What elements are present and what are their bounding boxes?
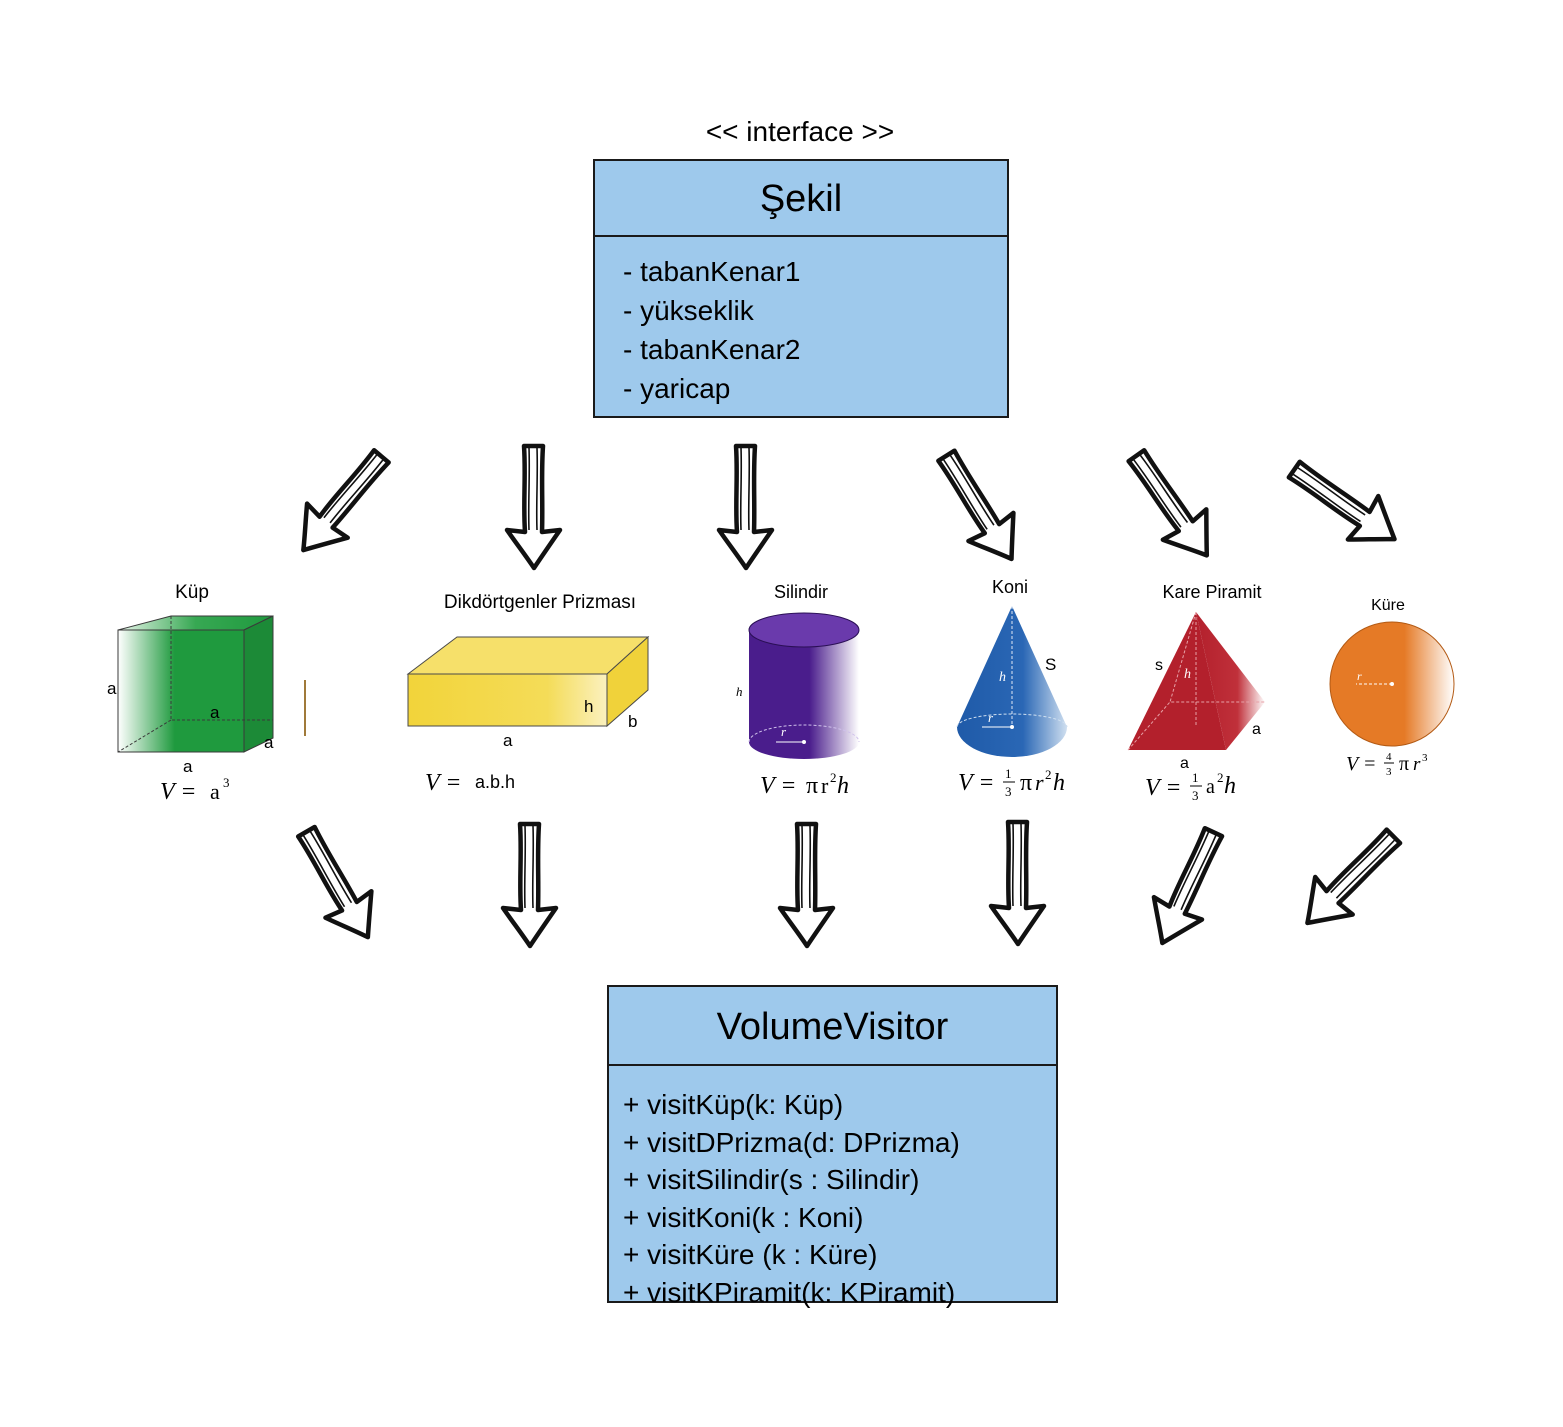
silindir-formula-r: r [821,773,829,798]
arrow-to-kup [283,439,402,567]
method-item: + visitKoni(k : Koni) [623,1201,864,1233]
kure-frac-num: 4 [1386,751,1392,763]
piramit-title: Kare Piramit [1162,582,1261,602]
shape-kure: Küre r V = 4 3 π r 3 [1329,597,1455,778]
visitor-name: VolumeVisitor [609,987,1056,1066]
prizma-label-a: a [503,731,513,750]
piramit-frac-den: 3 [1192,788,1199,803]
koni-label-r: r [988,710,994,725]
arrow-kup-to-visitor [283,819,390,951]
kup-title: Küp [175,582,209,603]
arrow-koni-to-visitor [991,822,1044,944]
attribute-item: - yükseklik [623,295,754,326]
attribute-item: - yaricap [623,373,731,404]
piramit-formula-exp: 2 [1217,770,1224,785]
prizma-formula-rhs: a.b.h [475,772,515,792]
kure-label-r: r [1357,669,1362,683]
silindir-formula-h: h [837,773,849,799]
koni-formula-r: r [1035,770,1044,795]
arrow-silindir-to-visitor [780,824,833,946]
visitor-methods: + visitKüp(k: Küp) + visitDPrizma(d: DPr… [609,1066,1056,1311]
kup-label-a: a [264,733,274,752]
silindir-title: Silindir [774,582,828,602]
method-item: + visitSilindir(s : Silindir) [623,1164,920,1195]
piramit-frac-num: 1 [1192,770,1199,785]
koni-label-s: S [1045,655,1056,674]
silindir-label-h: h [736,684,743,699]
shape-koni: Koni h r S V = 1 3 π r 2 h [956,577,1068,799]
shape-prizma: Dikdörtgenler Prizması a h b V = a.b.h [406,592,650,796]
piramit-formula-lhs: V = [1145,775,1181,801]
silindir-formula-exp: 2 [830,770,837,785]
method-item: + visitKüre (k : Küre) [623,1239,878,1270]
shape-kup: Küp a a a a V = a 3 [107,582,306,805]
koni-frac-den: 3 [1005,784,1012,799]
piramit-label-h: h [1184,667,1191,682]
kup-label-a: a [183,757,193,776]
koni-formula-lhs: V = [958,770,994,796]
prizma-label-h: h [584,697,593,716]
kup-label-a: a [210,703,220,722]
kup-formula-lhs: V = [160,779,196,805]
method-item: + visitKüp(k: Küp) [623,1089,844,1120]
attribute-item: - tabanKenar2 [623,334,801,365]
arrow-to-prizma [507,446,560,568]
koni-formula-exp: 2 [1045,767,1052,782]
koni-formula-h: h [1053,770,1065,796]
arrow-to-koni [924,442,1034,574]
kure-title: Küre [1371,597,1405,614]
kure-formula-r: r [1413,754,1421,775]
arrow-to-piramit [1115,441,1228,571]
piramit-label-a: a [1252,721,1261,738]
kup-formula-base: a [210,779,220,804]
prizma-title: Dikdörtgenler Prizması [444,592,636,613]
piramit-formula-a: a [1206,776,1215,798]
prizma-formula-lhs: V = [425,770,461,796]
silindir-formula-pi: π [806,773,818,799]
shape-piramit: Kare Piramit s h a a V = 1 3 a 2 h [1127,582,1265,803]
koni-label-h: h [999,670,1006,685]
piramit-formula-h: h [1224,773,1236,799]
arrow-piramit-to-visitor [1138,821,1238,954]
attribute-item: - tabanKenar1 [623,256,801,287]
piramit-label-s: s [1155,657,1163,674]
interface-sekil-box[interactable]: Şekil - tabanKenar1 - yükseklik - tabanK… [593,159,1009,418]
arrow-prizma-to-visitor [503,824,556,946]
arrow-to-silindir [719,446,772,568]
koni-formula-pi: π [1020,770,1032,796]
method-item: + visitKPiramit(k: KPiramit) [623,1276,956,1308]
piramit-label-a: a [1180,755,1189,772]
koni-frac-num: 1 [1005,766,1012,781]
arrow-to-kure [1279,448,1409,561]
method-item: + visitDPrizma(d: DPrizma) [623,1126,960,1158]
silindir-label-r: r [781,724,787,739]
kure-formula-pi: π [1399,753,1409,775]
interface-attributes: - tabanKenar1 - yükseklik - tabanKenar2 … [595,237,1007,408]
kure-formula-exp: 3 [1422,752,1428,764]
interface-name: Şekil [595,161,1007,237]
interface-stereotype: << interface >> [705,116,895,147]
arrow-kure-to-visitor [1288,818,1412,942]
koni-title: Koni [992,577,1028,597]
volume-visitor-box[interactable]: VolumeVisitor + visitKüp(k: Küp) + visit… [607,985,1058,1308]
kup-formula-exp: 3 [223,775,230,790]
kure-frac-den: 3 [1386,766,1392,778]
kup-label-a: a [107,679,117,698]
prizma-label-b: b [628,712,637,731]
silindir-formula-lhs: V = [760,773,796,799]
shape-silindir: Silindir h r V = π r 2 h [736,582,860,799]
kure-formula-lhs: V = [1346,753,1376,775]
